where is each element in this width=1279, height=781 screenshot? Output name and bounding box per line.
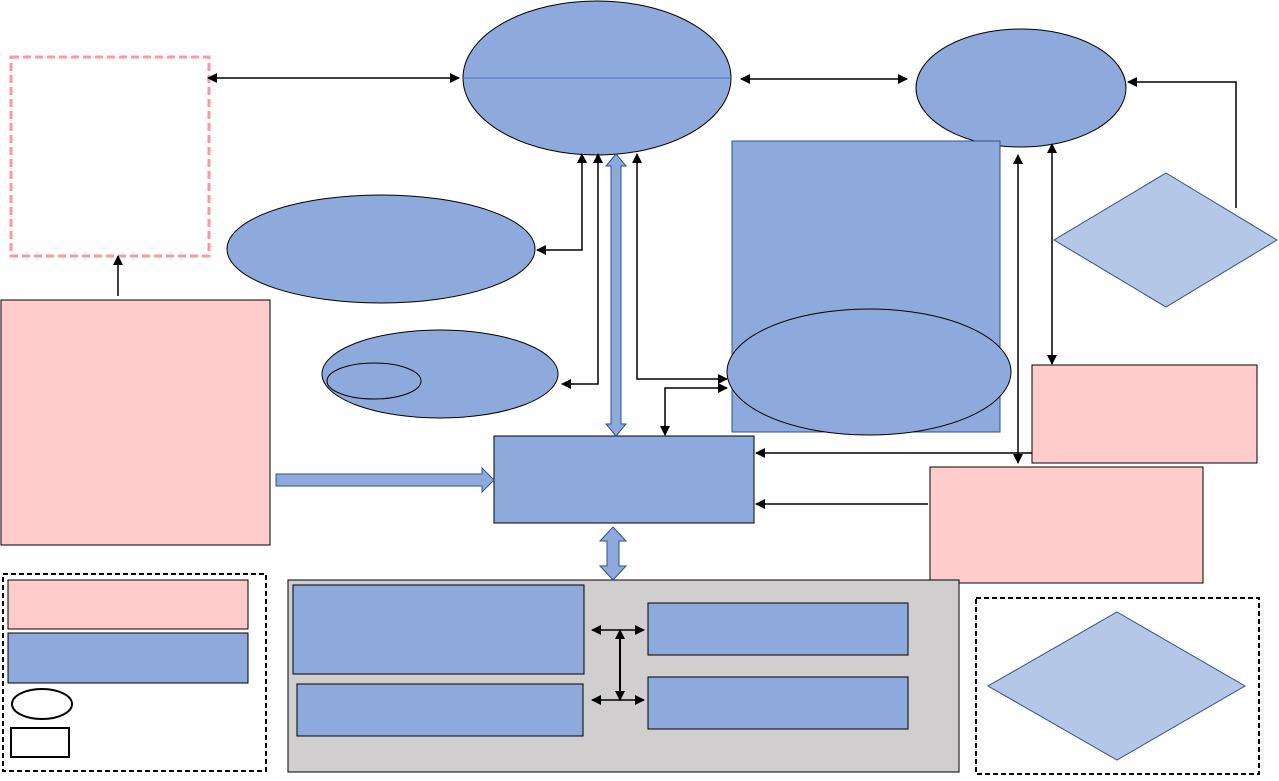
grey-panel-box-b bbox=[296, 683, 584, 737]
mid-left-ellipse bbox=[226, 194, 536, 304]
legend-rect-symbol bbox=[10, 727, 70, 758]
grey-panel-box-d bbox=[647, 676, 909, 730]
right-pink-box-upper bbox=[1031, 364, 1258, 464]
legend-ellipse-symbol bbox=[11, 688, 73, 720]
right-pink-box-lower bbox=[929, 466, 1204, 584]
legend-pink-swatch bbox=[7, 579, 249, 630]
connector-top-to-tallbox bbox=[632, 153, 728, 384]
legend-diamond bbox=[986, 611, 1246, 761]
connector-top-to-midleft bbox=[536, 153, 587, 255]
block-arrow-left-central bbox=[275, 466, 495, 494]
tall-box-ellipse bbox=[726, 308, 1012, 436]
connector-central-to-tallbox bbox=[660, 383, 728, 436]
connector-diamond-to-topright bbox=[1127, 77, 1237, 208]
grey-panel-box-a bbox=[292, 584, 585, 675]
dashed-pink-box bbox=[9, 55, 211, 258]
block-arrow-central-panel bbox=[598, 526, 628, 581]
nested-inner-ellipse bbox=[326, 362, 422, 400]
legend-blue-swatch bbox=[7, 632, 249, 684]
grey-panel-box-c bbox=[647, 602, 909, 656]
central-blue-box bbox=[493, 435, 755, 524]
left-pink-box bbox=[0, 299, 271, 546]
right-diamond bbox=[1053, 172, 1278, 308]
top-right-ellipse bbox=[915, 28, 1127, 148]
connector-top-to-nested bbox=[561, 153, 603, 389]
block-arrow-top-central bbox=[604, 153, 628, 437]
